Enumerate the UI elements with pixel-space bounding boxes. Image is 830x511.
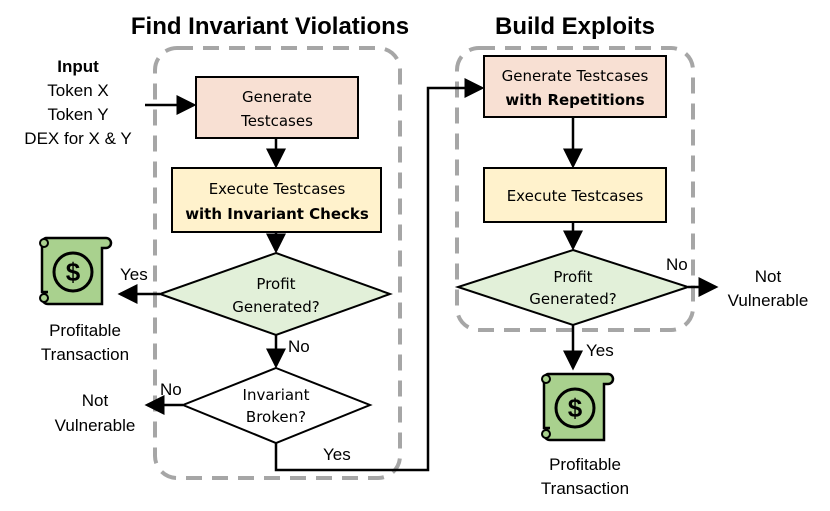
no-label: No — [288, 337, 310, 356]
yes-label: Yes — [323, 445, 351, 464]
title-build-exploits: Build Exploits — [495, 13, 655, 40]
profit-generated-decision-right — [454, 248, 692, 327]
arrows — [117, 78, 719, 472]
execute-testcases-box — [483, 167, 667, 223]
yes-label: Yes — [586, 341, 614, 360]
svg-text:DEX for X & Y: DEX for X & Y — [24, 129, 131, 148]
no-label: No — [666, 255, 688, 274]
yes-label: Yes — [120, 265, 148, 284]
title-find-invariant-violations: Find Invariant Violations — [131, 13, 409, 40]
profit-generated-decision — [156, 251, 393, 337]
invariant-broken-decision — [180, 366, 373, 445]
left-stage-border — [153, 46, 402, 480]
generate-repetitions-box — [483, 55, 667, 118]
svg-text:Input: Input — [57, 57, 99, 76]
svg-text:Token Y: Token Y — [47, 105, 108, 124]
profitable-transaction-scroll-icon — [38, 236, 113, 306]
right-stage-border — [455, 46, 695, 332]
svg-text:Execute Testcases: Execute Testcases — [507, 187, 644, 205]
profitable-transaction-scroll-icon — [540, 372, 615, 442]
no-label: No — [160, 380, 182, 399]
input-list: Input Token X Token Y DEX for X & Y — [24, 57, 131, 148]
execute-invariant-checks-box — [171, 167, 382, 233]
svg-text:Token X: Token X — [47, 81, 108, 100]
